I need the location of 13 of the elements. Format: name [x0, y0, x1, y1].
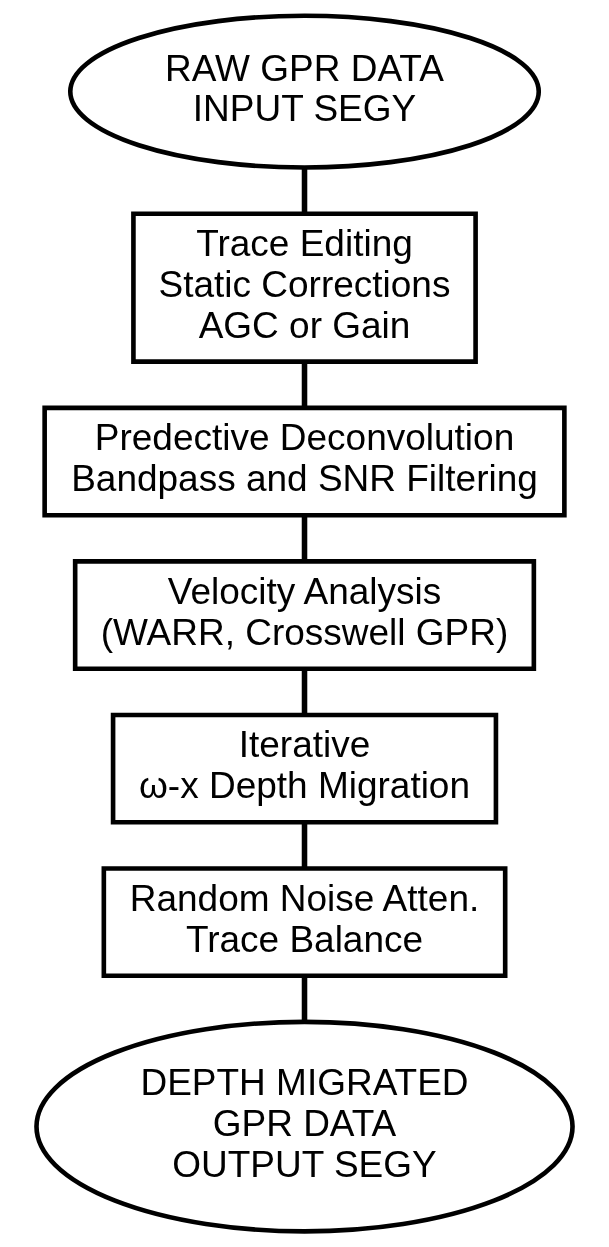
- connector: [301, 976, 308, 1022]
- node-box: Trace Editing Static Corrections AGC or Gain: [131, 211, 478, 364]
- node-ellipse: RAW GPR DATA INPUT SEGY: [67, 13, 542, 170]
- node-box: Random Noise Atten. Trace Balance: [101, 866, 508, 979]
- node-box: Iterative ω-x Depth Migration: [110, 712, 499, 825]
- connector: [301, 822, 308, 869]
- connector: [301, 167, 308, 214]
- node-box: Velocity Analysis (WARR, Crosswell GPR): [72, 559, 537, 671]
- node-ellipse: DEPTH MIGRATED GPR DATA OUTPUT SEGY: [34, 1019, 575, 1234]
- node-box: Predective Deconvolution Bandpass and SNR Filtering: [42, 405, 567, 518]
- connector: [301, 361, 308, 408]
- connector: [301, 669, 308, 715]
- connector: [301, 515, 308, 562]
